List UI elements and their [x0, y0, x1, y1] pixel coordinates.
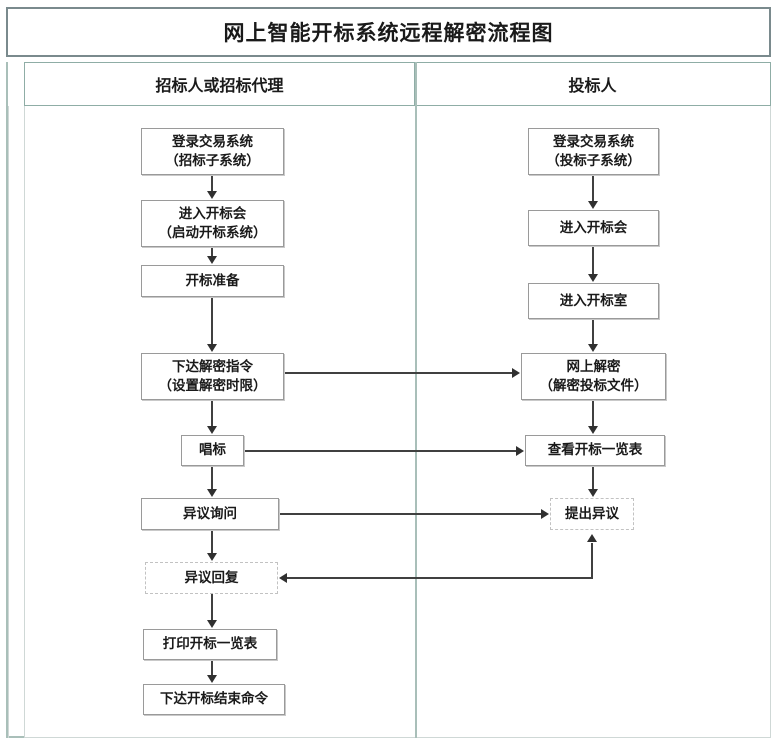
- edge-l5-l6: [211, 466, 213, 489]
- arrowhead-l2-l3: [207, 256, 217, 264]
- arrowhead-l8-l9: [207, 675, 217, 683]
- swimlane-headers: 招标人或招标代理 投标人: [24, 62, 771, 106]
- arrowhead-feedback-into-r6: [587, 534, 597, 542]
- chart-title-frame: 网上智能开标系统远程解密流程图: [6, 7, 771, 57]
- node-objection-reply[interactable]: 异议回复: [145, 562, 278, 594]
- edge-l4-r4: [284, 372, 513, 374]
- lane-divider: [415, 62, 417, 738]
- node-line-2: （启动开标系统）: [158, 224, 267, 241]
- node-line-2: （设置解密时限）: [158, 377, 267, 394]
- arrowhead-r1-r2: [588, 201, 598, 209]
- edge-l3-l4: [211, 297, 213, 344]
- node-objection-inquiry[interactable]: 异议询问: [141, 498, 279, 530]
- node-enter-opening-meeting-tenderer[interactable]: 进入开标会 （启动开标系统）: [141, 200, 284, 247]
- node-opening-preparation[interactable]: 开标准备: [141, 265, 284, 297]
- node-line-2: （招标子系统）: [165, 152, 260, 169]
- arrowhead-l5-r5: [516, 446, 524, 456]
- edge-l7-l8: [211, 594, 213, 620]
- node-line-1: 开标准备: [185, 272, 240, 289]
- edge-r3-r4: [592, 319, 594, 344]
- left-rail: [8, 106, 9, 738]
- node-line-1: 异议回复: [184, 569, 239, 586]
- arrowhead-l7-l8: [207, 620, 217, 628]
- node-line-1: 异议询问: [183, 505, 237, 522]
- edge-l8-l9: [211, 660, 213, 675]
- node-line-1: 下达解密指令: [172, 359, 253, 376]
- node-login-trading-system-bidder[interactable]: 登录交易系统 （投标子系统）: [528, 128, 659, 175]
- node-enter-opening-meeting-bidder[interactable]: 进入开标会: [528, 210, 659, 246]
- node-line-1: 登录交易系统: [172, 134, 253, 151]
- arrowhead-l4-r4: [512, 368, 520, 378]
- node-issue-end-command[interactable]: 下达开标结束命令: [143, 684, 285, 715]
- page-title: 网上智能开标系统远程解密流程图: [223, 21, 554, 45]
- lane-header-bidder: 投标人: [415, 62, 771, 106]
- edge-r4-r5: [592, 400, 594, 426]
- node-line-1: 唱标: [199, 442, 226, 459]
- arrowhead-r2-r3: [588, 274, 598, 282]
- swimlane-body: [24, 106, 771, 738]
- arrowhead-l6-l7: [207, 553, 217, 561]
- node-line-1: 提出异议: [565, 505, 619, 522]
- node-line-1: 进入开标会: [178, 206, 247, 223]
- edge-feedback-horizontal: [287, 577, 593, 579]
- arrowhead-l3-l4: [207, 344, 217, 352]
- node-line-1: 进入开标会: [559, 219, 628, 236]
- node-print-opening-list[interactable]: 打印开标一览表: [143, 629, 277, 660]
- arrowhead-l4-l5: [207, 426, 217, 434]
- node-raise-objection[interactable]: 提出异议: [550, 498, 634, 530]
- node-call-bid[interactable]: 唱标: [181, 435, 244, 466]
- node-line-1: 下达开标结束命令: [160, 691, 268, 708]
- node-issue-decrypt-command[interactable]: 下达解密指令 （设置解密时限）: [141, 353, 284, 400]
- node-login-trading-system-tenderer[interactable]: 登录交易系统 （招标子系统）: [141, 128, 284, 175]
- arrowhead-l6-r6: [541, 509, 549, 519]
- edge-r5-r6: [592, 466, 594, 489]
- node-view-opening-list[interactable]: 查看开标一览表: [525, 435, 665, 466]
- arrowhead-feedback-into-l7: [279, 573, 287, 583]
- node-enter-opening-room[interactable]: 进入开标室: [528, 283, 659, 319]
- edge-l6-l7: [211, 530, 213, 553]
- arrowhead-r3-r4: [588, 344, 598, 352]
- arrowhead-r5-r6: [588, 489, 598, 497]
- node-line-1: 查看开标一览表: [547, 442, 643, 459]
- node-line-2: （投标子系统）: [546, 152, 641, 169]
- arrowhead-l5-l6: [207, 489, 217, 497]
- arrowhead-r4-r5: [588, 426, 598, 434]
- lane-header-tenderer: 招标人或招标代理: [24, 62, 415, 106]
- node-line-1: 登录交易系统: [553, 134, 634, 151]
- edge-r1-r2: [592, 175, 594, 202]
- edge-l5-r5: [244, 450, 516, 452]
- edge-l6-r6: [279, 513, 541, 515]
- node-online-decrypt[interactable]: 网上解密 （解密投标文件）: [521, 353, 666, 400]
- edge-l4-l5: [211, 400, 213, 426]
- arrowhead-l1-l2: [207, 191, 217, 199]
- edge-l2-l3: [211, 247, 213, 257]
- node-line-1: 打印开标一览表: [162, 636, 258, 653]
- node-line-1: 进入开标室: [559, 292, 628, 309]
- edge-feedback-vertical: [591, 543, 593, 579]
- edge-l1-l2: [211, 175, 213, 192]
- edge-r2-r3: [592, 246, 594, 274]
- node-line-2: （解密投标文件）: [539, 377, 648, 394]
- node-line-1: 网上解密: [566, 359, 621, 376]
